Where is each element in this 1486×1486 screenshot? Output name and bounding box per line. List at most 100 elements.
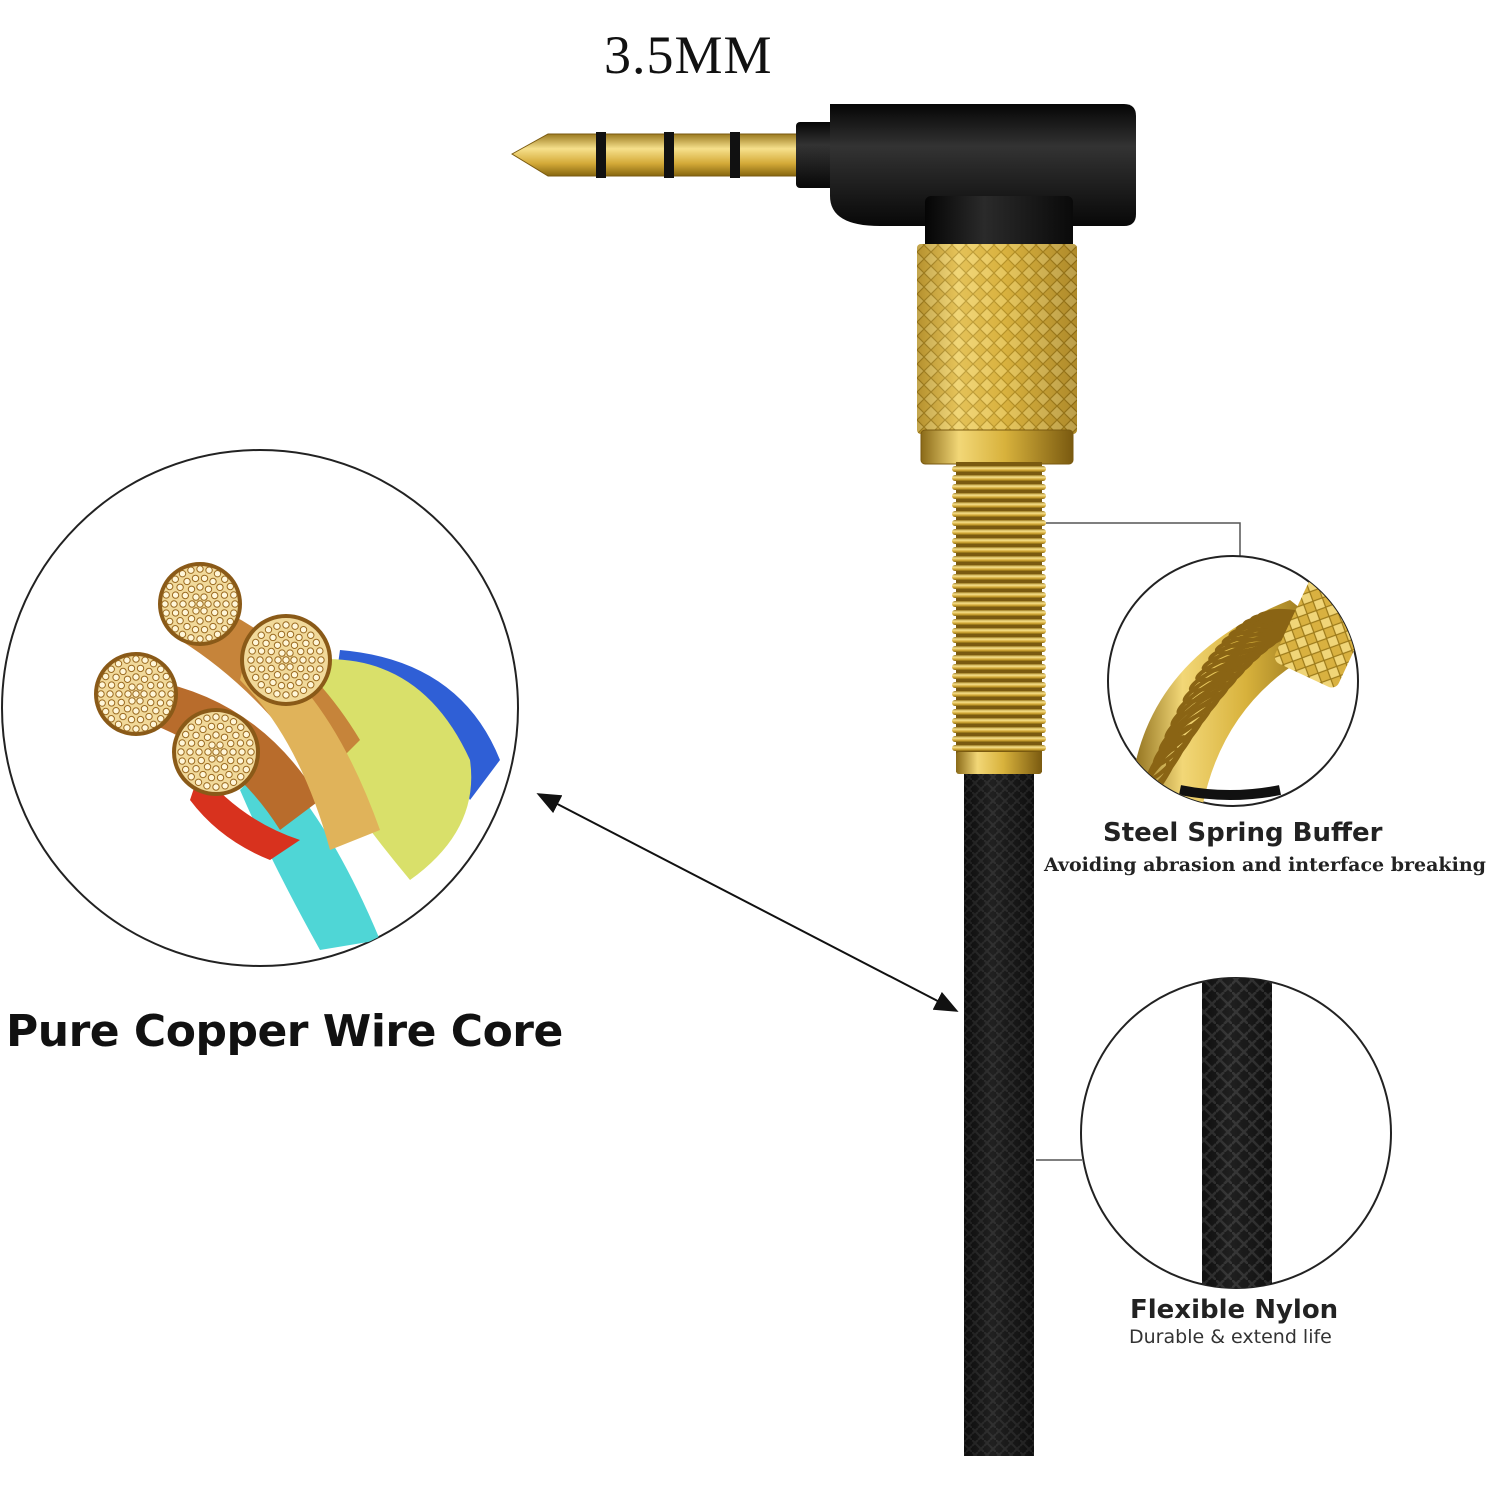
copper-strand (149, 690, 157, 698)
copper-strand (167, 690, 175, 698)
copper-strand (203, 763, 212, 771)
copper-strand (136, 664, 145, 673)
copper-strand (200, 607, 208, 615)
copper-strand (236, 739, 245, 747)
copper-strand (286, 663, 294, 671)
copper-strand (232, 765, 240, 773)
copper-strand (195, 748, 203, 756)
copper-strand (199, 770, 207, 779)
copper-core-title: Pure Copper Wire Core (6, 1006, 563, 1057)
copper-strand (196, 617, 204, 625)
copper-strand (192, 593, 200, 601)
copper-strand (286, 681, 295, 690)
copper-strand (269, 678, 277, 687)
copper-strand (162, 672, 171, 681)
copper-strand (187, 566, 195, 574)
copper-strand (140, 705, 149, 713)
copper-strand (145, 712, 153, 721)
copper-strand (262, 673, 270, 681)
copper-strand (213, 600, 221, 608)
copper-strand (282, 691, 290, 699)
copper-strand (205, 566, 213, 574)
copper-strand (302, 673, 310, 681)
copper-strand (207, 773, 216, 782)
copper-strand (212, 731, 220, 739)
copper-strand (227, 756, 235, 765)
spring-coil (952, 583, 1046, 589)
copper-strand (161, 600, 169, 608)
copper-strand (232, 731, 240, 739)
copper-strand (256, 656, 264, 664)
copper-strand (312, 638, 321, 647)
copper-strand (140, 675, 149, 683)
copper-strand (132, 690, 140, 698)
copper-strand (257, 647, 266, 655)
copper-strand (149, 659, 158, 668)
copper-strand (107, 715, 115, 723)
copper-strand (273, 671, 282, 679)
copper-strand (192, 765, 200, 773)
copper-strand (101, 707, 110, 716)
copper-strand (127, 664, 136, 673)
spring-coil (952, 628, 1046, 634)
copper-strand (204, 600, 212, 608)
copper-strand (147, 698, 155, 707)
copper-strand (203, 782, 211, 790)
copper-strand (132, 725, 140, 733)
copper-strand (221, 782, 229, 790)
copper-strand (299, 656, 307, 664)
copper-strand (187, 615, 196, 623)
copper-strand (247, 748, 255, 756)
spring-coil (952, 592, 1046, 598)
copper-strand (207, 722, 216, 731)
copper-strand (316, 647, 324, 655)
spring-coil (952, 700, 1046, 706)
spring-callout (1046, 522, 1359, 807)
copper-strand (221, 625, 229, 633)
copper-strand (262, 639, 270, 647)
copper-strand (212, 748, 220, 756)
copper-strand (216, 755, 224, 763)
copper-strand (220, 748, 228, 756)
copper-strand (192, 731, 200, 739)
copper-strand (119, 712, 127, 721)
copper-strand (178, 739, 186, 747)
spring-coil (952, 511, 1046, 517)
spring-coil (952, 673, 1046, 679)
copper-strand (290, 671, 299, 679)
copper-strand (290, 656, 298, 664)
copper-strand (181, 730, 190, 739)
copper-strand (200, 574, 209, 583)
copper-strand (230, 609, 238, 617)
spring-coil (952, 646, 1046, 652)
copper-strand (264, 625, 273, 634)
copper-strand (209, 577, 217, 586)
copper-strand (177, 748, 185, 756)
copper-strand (162, 591, 170, 599)
copper-strand (194, 717, 203, 726)
copper-strand (204, 585, 213, 593)
copper-strand (226, 617, 235, 626)
copper-strand (191, 625, 200, 634)
spring-coil (952, 709, 1046, 715)
copper-strand (165, 617, 174, 626)
copper-strand (216, 773, 225, 782)
copper-strand (220, 591, 229, 599)
copper-strand (178, 569, 187, 578)
spring-coil (952, 484, 1046, 490)
copper-strand (170, 600, 178, 608)
copper-strand (176, 583, 184, 591)
size-label: 3.5MM (604, 25, 773, 85)
copper-strand (230, 591, 238, 599)
copper-strand (187, 634, 195, 642)
copper-strand (147, 681, 155, 690)
copper-strand (162, 707, 171, 716)
copper-strand (282, 639, 290, 647)
copper-strand (302, 639, 310, 647)
copper-strand (178, 630, 187, 639)
spring-coil (952, 736, 1046, 742)
copper-strand (269, 633, 277, 642)
copper-strand (297, 647, 305, 656)
copper-strand (165, 582, 174, 591)
copper-strand (107, 699, 116, 707)
